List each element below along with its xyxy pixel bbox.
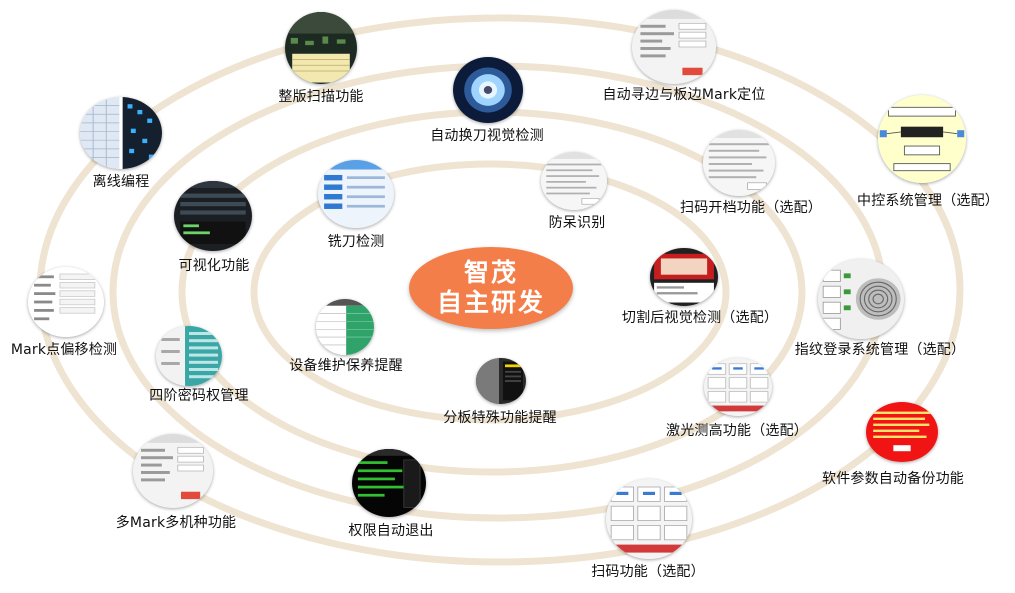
feature-label: 离线编程	[92, 174, 150, 190]
terminal-screenshot-icon	[352, 449, 426, 517]
teal-table-screenshot-icon	[156, 326, 222, 386]
feature-label: 四阶密码权管理	[149, 388, 249, 404]
dialog-screenshot-icon	[541, 152, 607, 210]
feature-label: 指纹登录系统管理（选配）	[794, 342, 966, 358]
feature-label: 软件参数自动备份功能	[822, 471, 964, 487]
feature-label: 可视化功能	[178, 258, 250, 274]
feature-label: Mark点偏移检测	[10, 342, 118, 358]
fingerprint-screenshot-icon	[818, 259, 904, 339]
feature-label: 激光测高功能（选配）	[666, 423, 808, 439]
spreadsheet-screenshot-icon	[80, 97, 162, 169]
form-screenshot-icon	[28, 267, 104, 337]
feature-label: 多Mark多机种功能	[115, 515, 237, 531]
camera-view-screenshot-icon	[650, 248, 718, 306]
feature-label: 分板特殊功能提醒	[443, 410, 557, 426]
camera-lens-screenshot-icon	[453, 57, 523, 123]
feature-label: 自动寻边与板边Mark定位	[602, 87, 766, 103]
feature-label: 整版扫描功能	[278, 89, 364, 105]
button-grid-screenshot-icon	[606, 479, 692, 559]
center-title-line2: 自主研发	[436, 288, 545, 317]
red-alert-screenshot-icon	[866, 402, 938, 462]
dark-dashboard-screenshot-icon	[174, 181, 252, 251]
center-badge: 智茂 自主研发	[409, 247, 573, 329]
dark-panel-screenshot-icon	[476, 358, 526, 404]
feature-label: 防呆识别	[548, 215, 606, 231]
button-grid-screenshot-icon	[704, 358, 772, 416]
feature-label: 扫码功能（选配）	[591, 564, 705, 580]
feature-label: 切割后视觉检测（选配）	[621, 310, 779, 326]
dialog-screenshot-icon	[703, 130, 775, 196]
spiral-ring	[250, 160, 730, 424]
feature-label: 权限自动退出	[348, 523, 434, 539]
feature-label: 中控系统管理（选配）	[857, 193, 999, 209]
center-title-line1: 智茂	[463, 258, 518, 287]
feature-label: 扫码开档功能（选配）	[680, 200, 822, 216]
feature-label: 设备维护保养提醒	[289, 358, 403, 374]
settings-dialog-screenshot-icon	[632, 10, 716, 84]
settings-dialog-screenshot-icon	[133, 434, 213, 508]
feature-label: 铣刀检测	[327, 234, 385, 250]
network-diagram-screenshot-icon	[878, 95, 966, 183]
green-table-screenshot-icon	[316, 299, 374, 355]
feature-label: 自动换刀视觉检测	[430, 128, 544, 144]
pcb-scan-screenshot-icon	[285, 12, 357, 84]
blue-list-screenshot-icon	[318, 160, 394, 228]
